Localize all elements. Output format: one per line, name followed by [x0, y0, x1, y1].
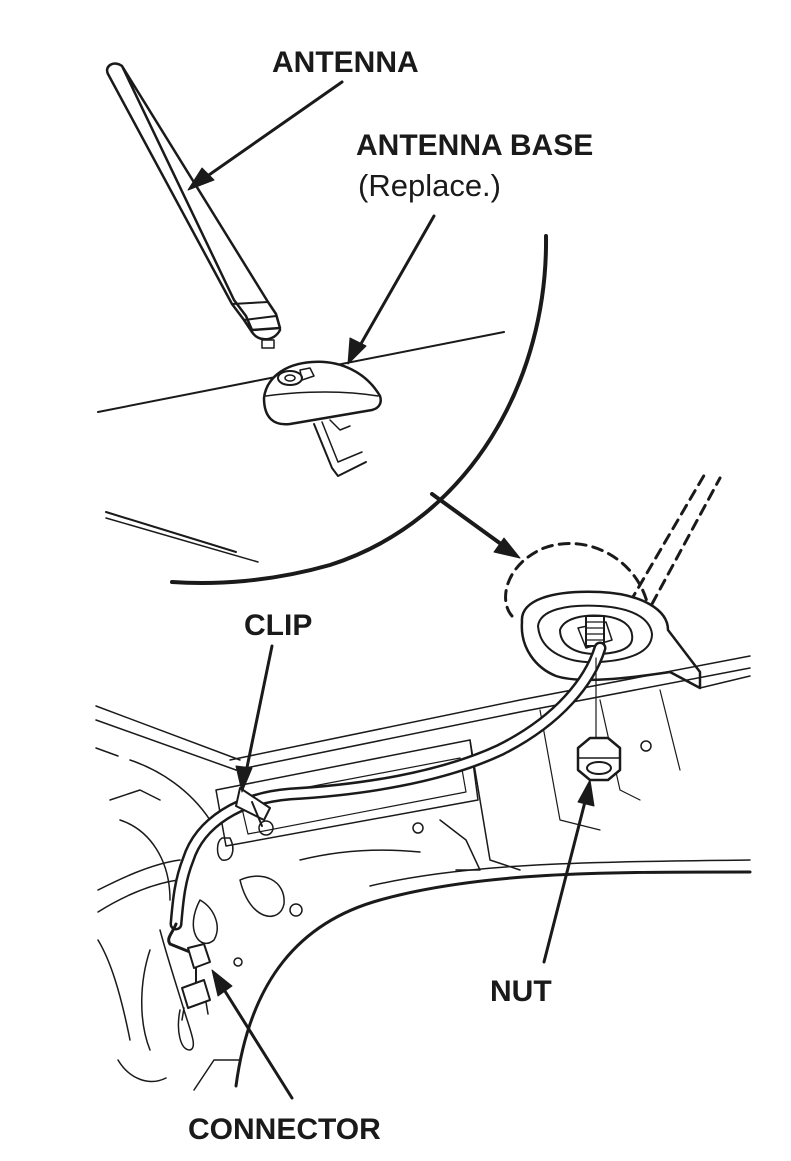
antenna-base-leader-arrowhead	[347, 337, 367, 365]
detail-circle-arc	[170, 234, 549, 586]
antenna-label: ANTENNA	[272, 46, 419, 79]
antenna-base	[262, 360, 382, 477]
nut	[576, 736, 622, 782]
dashed-pillar-1	[628, 470, 708, 604]
detail-location-arrowhead	[493, 537, 521, 559]
antenna-base-note: (Replace.)	[358, 168, 501, 203]
clip-leader-line	[242, 644, 274, 784]
antenna-base-leader-line	[352, 214, 436, 358]
connector-label: CONNECTOR	[188, 1113, 381, 1146]
antenna-base-label: ANTENNA BASE	[356, 129, 594, 162]
nut-leader-line	[542, 788, 590, 964]
detail-view	[97, 62, 549, 586]
connector	[181, 943, 211, 1021]
clip-leader-arrowhead	[235, 765, 253, 793]
vehicle-body	[95, 470, 752, 1100]
antenna-leader-arrowhead	[187, 167, 215, 191]
connector-leader-arrowhead	[211, 969, 233, 997]
nut-leader-arrowhead	[577, 779, 595, 807]
dashed-detail-outline	[504, 542, 650, 618]
roof-rail-line-1	[105, 511, 237, 553]
dashed-pillar-2	[650, 476, 722, 606]
roof-rail-line-2	[105, 517, 259, 563]
antenna-mast	[105, 62, 282, 349]
trunk-opening-edge	[234, 870, 752, 1088]
nut-label: NUT	[490, 975, 552, 1008]
clip-label: CLIP	[244, 609, 313, 642]
detail-location-arrow	[430, 492, 514, 554]
connector-leader-line	[216, 978, 294, 1100]
antenna-leader-line	[194, 80, 344, 186]
